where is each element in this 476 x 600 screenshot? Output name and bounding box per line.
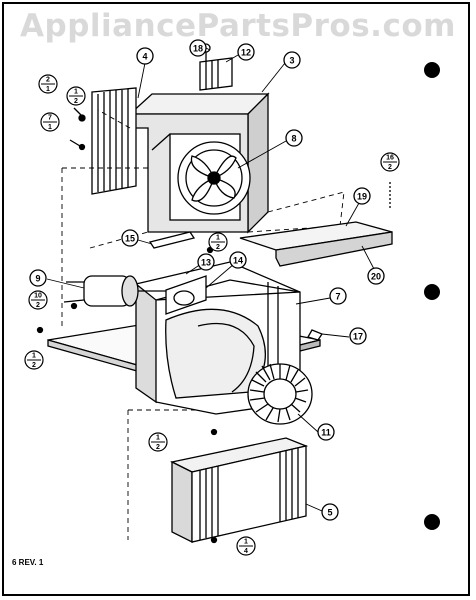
fraction-denominator: 2 <box>36 302 40 309</box>
fraction-numerator: 1 <box>32 353 36 360</box>
callout-part-15: 15 <box>121 229 139 247</box>
callout-label: 11 <box>321 428 331 438</box>
callout-part-14: 14 <box>229 251 247 269</box>
callout-part-4: 4 <box>136 47 154 65</box>
callout-label: 17 <box>353 332 363 342</box>
fraction-numerator: 1 <box>74 89 78 96</box>
fraction-numerator: 7 <box>48 115 52 122</box>
evaporator-coil <box>170 437 309 544</box>
small-bracket <box>148 231 196 249</box>
fraction-numerator: 1 <box>156 435 160 442</box>
callout-label: 12 <box>241 48 251 58</box>
fraction-callout: 1 4 <box>236 536 256 556</box>
callout-group: 4 18 12 3 8 19 <box>29 39 385 521</box>
callout-part-12: 12 <box>237 43 255 61</box>
fraction-numerator: 16 <box>386 155 394 162</box>
fraction-denominator: 2 <box>74 98 78 105</box>
leader-lines <box>46 47 375 512</box>
fraction-numerator: 2 <box>46 77 50 84</box>
callout-part-13: 13 <box>197 253 215 271</box>
fraction-callout: 2 1 <box>38 74 58 94</box>
callout-label: 18 <box>193 44 203 54</box>
fraction-callout: 1 2 <box>66 86 86 106</box>
callout-part-20: 20 <box>367 267 385 285</box>
fraction-callout: 1 2 <box>24 350 44 370</box>
page-border <box>2 2 470 596</box>
motor-mount <box>165 275 207 315</box>
callout-part-19: 19 <box>353 187 371 205</box>
fraction-numerator: 1 <box>216 235 220 242</box>
top-bracket <box>199 57 233 91</box>
callout-part-5: 5 <box>321 503 339 521</box>
fraction-denominator: 2 <box>32 362 36 369</box>
fraction-callout: 16 2 <box>380 152 400 172</box>
callout-label: 7 <box>335 292 340 302</box>
fraction-callout: 10 2 <box>28 290 48 310</box>
fan-motor <box>63 275 170 307</box>
fraction-callout-group: 2 1 1 2 7 1 16 2 <box>24 74 400 556</box>
callout-part-11: 11 <box>317 423 335 441</box>
fraction-numerator: 1 <box>244 539 248 546</box>
callout-label: 8 <box>291 134 296 144</box>
callout-label: 4 <box>142 52 147 62</box>
callout-label: 19 <box>357 192 367 202</box>
fastener-parts <box>36 43 391 544</box>
fraction-callout: 1 2 <box>208 232 228 252</box>
revision-note: 6 REV. 1 <box>12 558 44 567</box>
callout-part-9: 9 <box>29 269 47 287</box>
callout-label: 13 <box>201 258 211 268</box>
fraction-denominator: 2 <box>156 444 160 451</box>
fraction-callout: 7 1 <box>40 112 60 132</box>
callout-part-7: 7 <box>329 287 347 305</box>
callout-label: 5 <box>327 508 332 518</box>
callout-part-18: 18 <box>189 39 207 57</box>
blower-wheel <box>247 363 313 425</box>
fraction-denominator: 1 <box>48 124 52 131</box>
fraction-callout: 1 2 <box>148 432 168 452</box>
callout-part-3: 3 <box>283 51 301 69</box>
callout-part-8: 8 <box>285 129 303 147</box>
side-coil-shroud <box>91 87 137 195</box>
fraction-denominator: 2 <box>216 244 220 251</box>
callout-label: 14 <box>233 256 243 266</box>
fraction-denominator: 2 <box>388 164 392 171</box>
fraction-denominator: 1 <box>46 86 50 93</box>
binder-hole-top <box>424 62 440 78</box>
watermark-text: AppliancePartsPros.com <box>20 8 456 44</box>
callout-label: 15 <box>125 234 135 244</box>
callout-part-17: 17 <box>349 327 367 345</box>
condenser-fan-blade <box>177 141 251 215</box>
binder-hole-middle <box>424 284 440 300</box>
fraction-numerator: 10 <box>34 293 42 300</box>
callout-label: 20 <box>371 272 381 282</box>
fraction-denominator: 4 <box>244 548 248 555</box>
callout-label: 9 <box>35 274 40 284</box>
cover-plate <box>239 221 393 267</box>
binder-hole-bottom <box>424 514 440 530</box>
callout-label: 3 <box>289 56 294 66</box>
